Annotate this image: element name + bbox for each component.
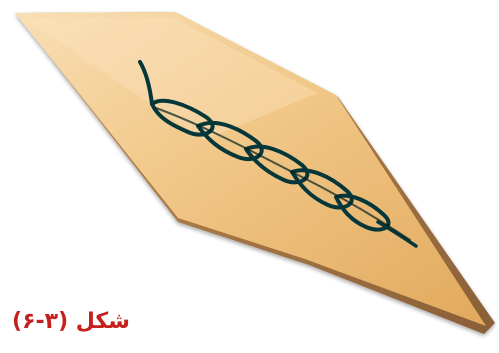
- fabric-panel: [15, 12, 495, 334]
- figure-caption: شکل (۳-۶): [12, 308, 162, 336]
